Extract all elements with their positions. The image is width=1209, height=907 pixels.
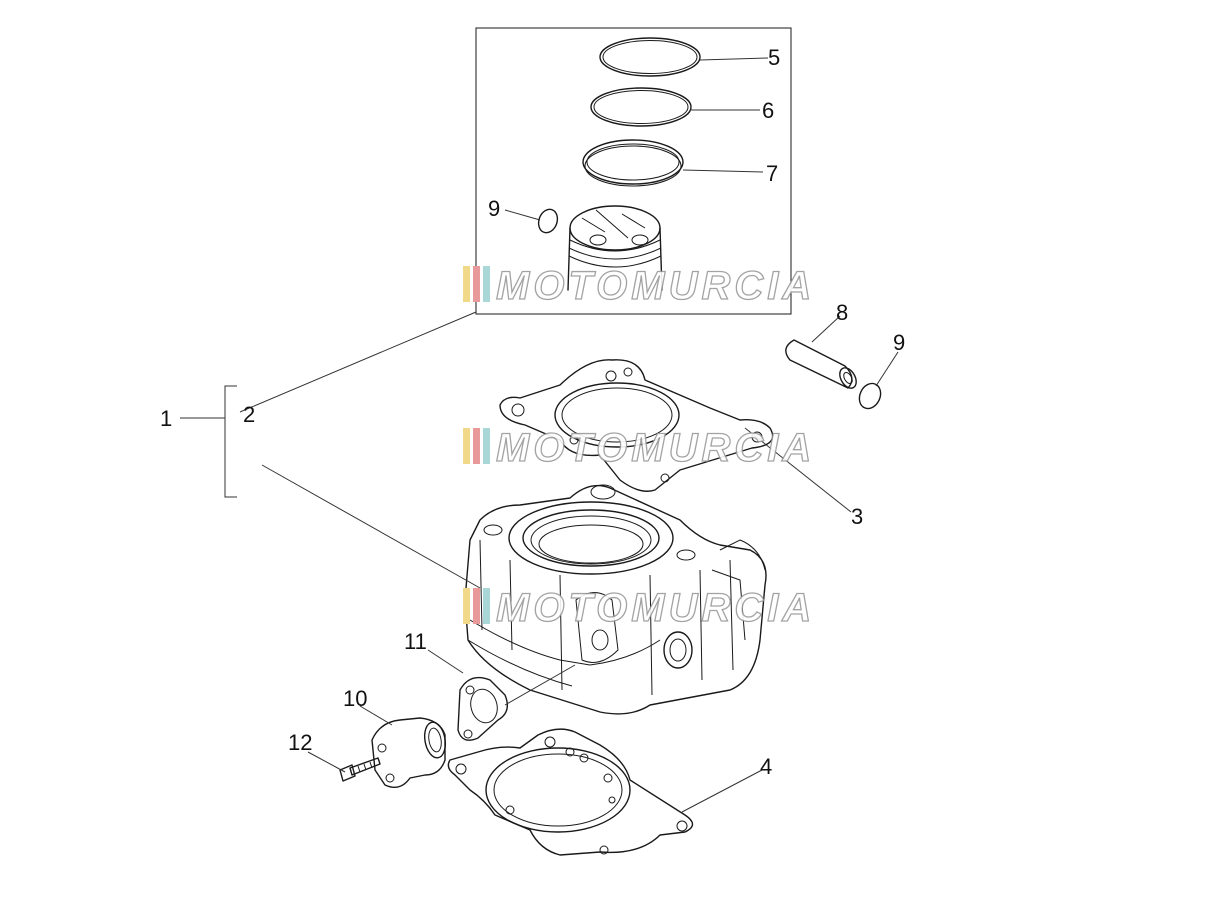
assembly-bracket [224,385,237,498]
watermark-top: MOTOMURCIA [463,263,815,309]
watermark-middle: MOTOMURCIA [463,425,815,471]
piston[interactable] [567,205,663,291]
tensioner-bolt[interactable] [339,757,381,782]
piston-kit-box [475,27,792,315]
chain-tensioner[interactable] [371,717,448,788]
callout-5[interactable]: 5 [768,45,780,70]
cylinder-block[interactable] [464,484,767,715]
callout-9-lower[interactable]: 9 [893,330,905,355]
watermark-text: MOTOMURCIA [496,264,815,308]
watermark-stripe [483,588,490,624]
watermark-stripe [483,266,490,302]
watermark-bottom: MOTOMURCIA [463,585,815,631]
callout-1[interactable]: 1 [160,406,172,431]
watermark-text: MOTOMURCIA [496,426,815,470]
piston-ring-6[interactable] [590,87,692,127]
watermark-stripe [463,428,470,464]
watermark-stripe [473,428,480,464]
callout-10[interactable]: 10 [343,686,367,711]
callout-7[interactable]: 7 [766,161,778,186]
callout-9-upper[interactable]: 9 [488,196,500,221]
cylinder-base-gasket[interactable] [447,728,694,856]
watermark-stripe [463,266,470,302]
callout-11[interactable]: 11 [404,629,427,654]
callout-12[interactable]: 12 [288,730,312,755]
watermark-stripe [463,588,470,624]
callout-4[interactable]: 4 [760,754,772,779]
tensioner-gasket[interactable] [457,676,508,741]
watermark-stripe [473,266,480,302]
callout-3[interactable]: 3 [851,504,863,529]
watermark-stripe [483,428,490,464]
circlip-9-lower[interactable] [855,380,884,412]
piston-ring-7[interactable] [582,139,684,187]
leader-lines [180,57,899,813]
callout-8[interactable]: 8 [836,300,848,325]
cylinder-head-gasket[interactable] [499,359,774,492]
watermark-stripe [473,588,480,624]
piston-ring-5[interactable] [599,37,701,77]
circlip-9-upper[interactable] [535,207,560,236]
callout-2[interactable]: 2 [243,402,255,427]
watermark-text: MOTOMURCIA [496,586,815,630]
callout-6[interactable]: 6 [762,98,774,123]
piston-pin[interactable] [785,339,860,391]
